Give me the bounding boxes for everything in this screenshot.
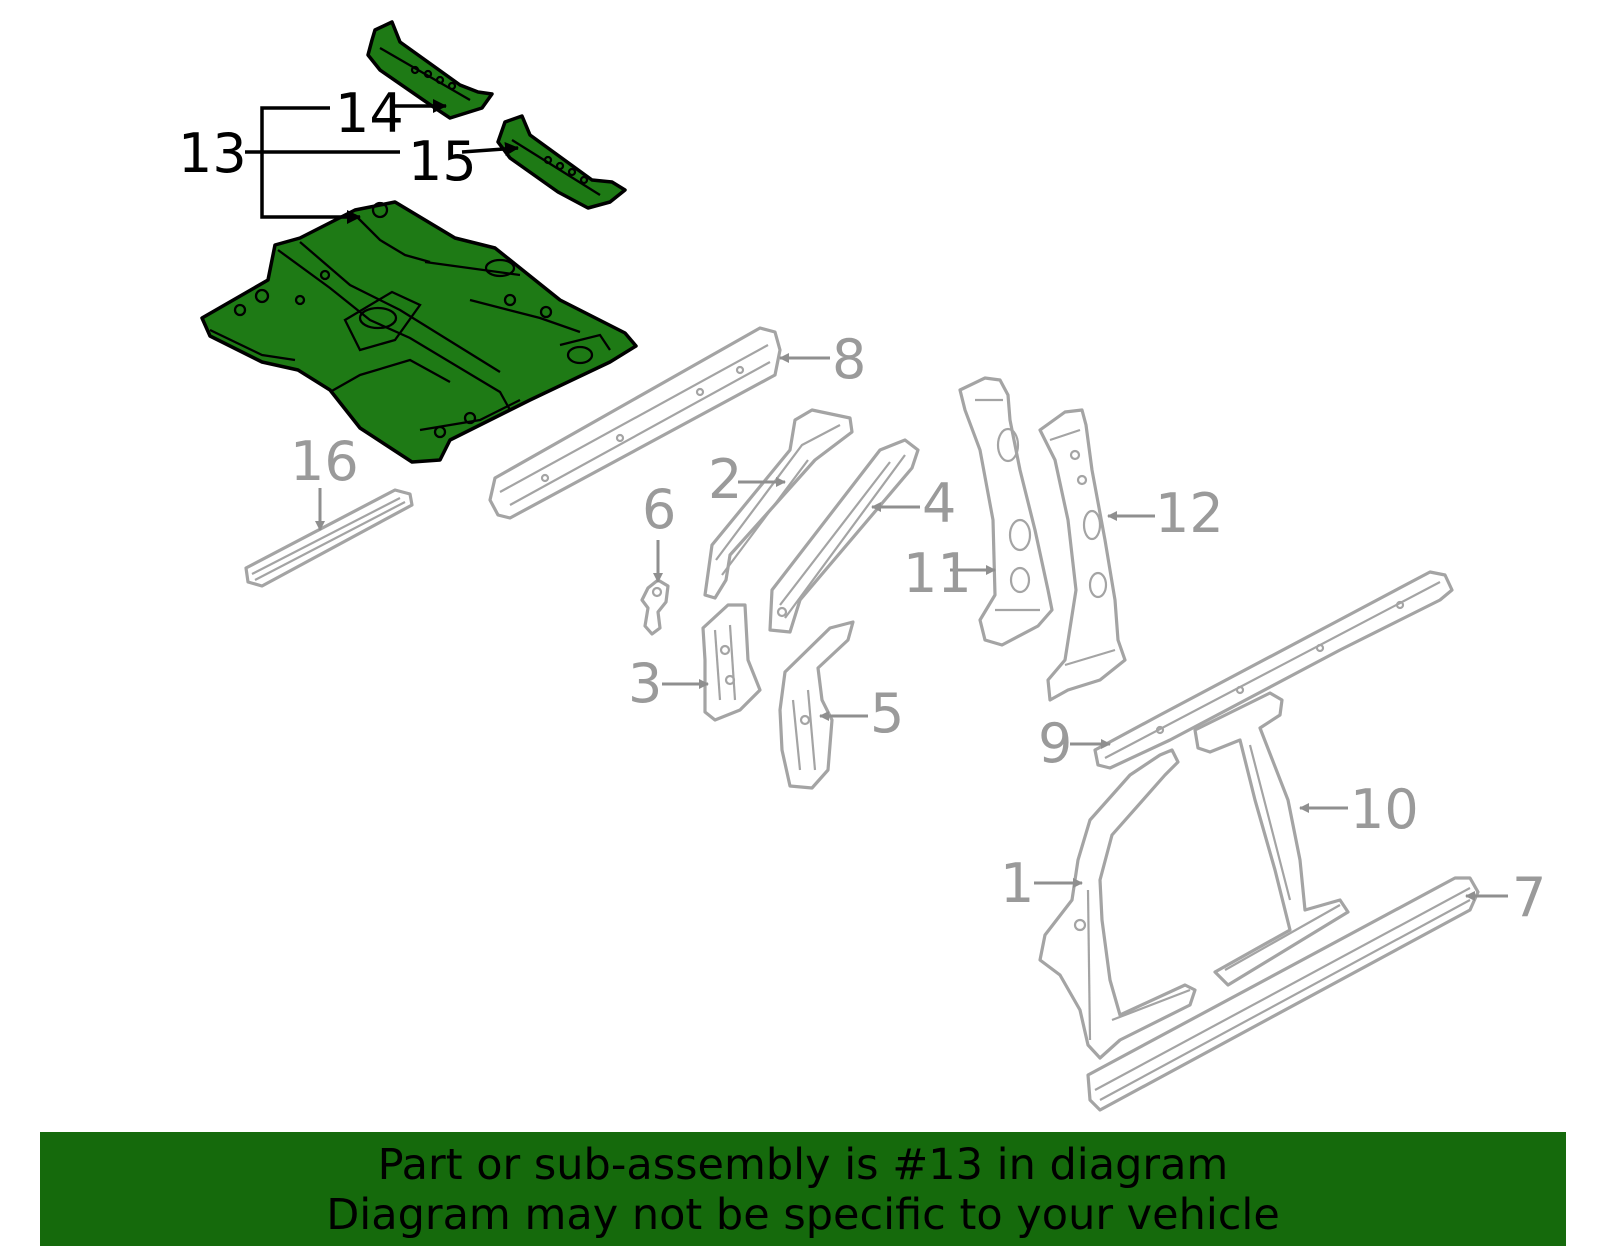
- callout-10[interactable]: 10: [1350, 778, 1419, 841]
- pillar-reinforcement-part-4[interactable]: [768, 438, 920, 634]
- rocker-reinforcement-part-8[interactable]: [488, 326, 782, 520]
- callout-14[interactable]: 14: [335, 82, 404, 145]
- callout-9[interactable]: 9: [1038, 712, 1072, 775]
- center-pillar-part-11[interactable]: [958, 376, 1054, 647]
- callout-8[interactable]: 8: [832, 328, 866, 391]
- pillar-lower-part-3[interactable]: [701, 603, 762, 722]
- callout-11[interactable]: 11: [903, 542, 972, 605]
- callout-13[interactable]: 13: [178, 122, 247, 185]
- callout-5[interactable]: 5: [870, 682, 904, 745]
- center-pillar-outer-part-10[interactable]: [1193, 691, 1350, 987]
- leader-15: [461, 141, 519, 156]
- callout-16[interactable]: 16: [290, 430, 359, 493]
- callout-2[interactable]: 2: [708, 448, 742, 511]
- leader-13-bracket: [245, 106, 400, 224]
- crossmember-part-15[interactable]: [496, 114, 627, 210]
- pillar-lower-part-5[interactable]: [778, 620, 855, 790]
- callout-4[interactable]: 4: [922, 472, 956, 535]
- callout-3[interactable]: 3: [628, 652, 662, 715]
- callout-7[interactable]: 7: [1512, 866, 1546, 929]
- rocker-panel-part-7[interactable]: [1086, 876, 1480, 1112]
- roof-rail-part-9[interactable]: [1093, 570, 1454, 770]
- center-pillar-reinforcement-part-12[interactable]: [1038, 408, 1127, 702]
- callout-12[interactable]: 12: [1155, 482, 1224, 545]
- hinge-pillar-part-2[interactable]: [703, 408, 854, 600]
- callout-6[interactable]: 6: [642, 478, 676, 541]
- banner-disclaimer: Diagram may not be specific to your vehi…: [326, 1190, 1280, 1240]
- callout-1[interactable]: 1: [1000, 852, 1034, 915]
- banner-part-notice: Part or sub-assembly is #13 in diagram: [377, 1140, 1229, 1190]
- info-banner: Part or sub-assembly is #13 in diagram D…: [40, 1132, 1566, 1246]
- sill-part-16[interactable]: [244, 488, 414, 588]
- crossmember-part-14[interactable]: [366, 20, 494, 120]
- callout-15[interactable]: 15: [408, 130, 477, 193]
- bracket-part-6[interactable]: [640, 578, 670, 636]
- floor-pan-part-13[interactable]: [200, 200, 638, 464]
- door-frame-part-1[interactable]: [1038, 748, 1197, 1060]
